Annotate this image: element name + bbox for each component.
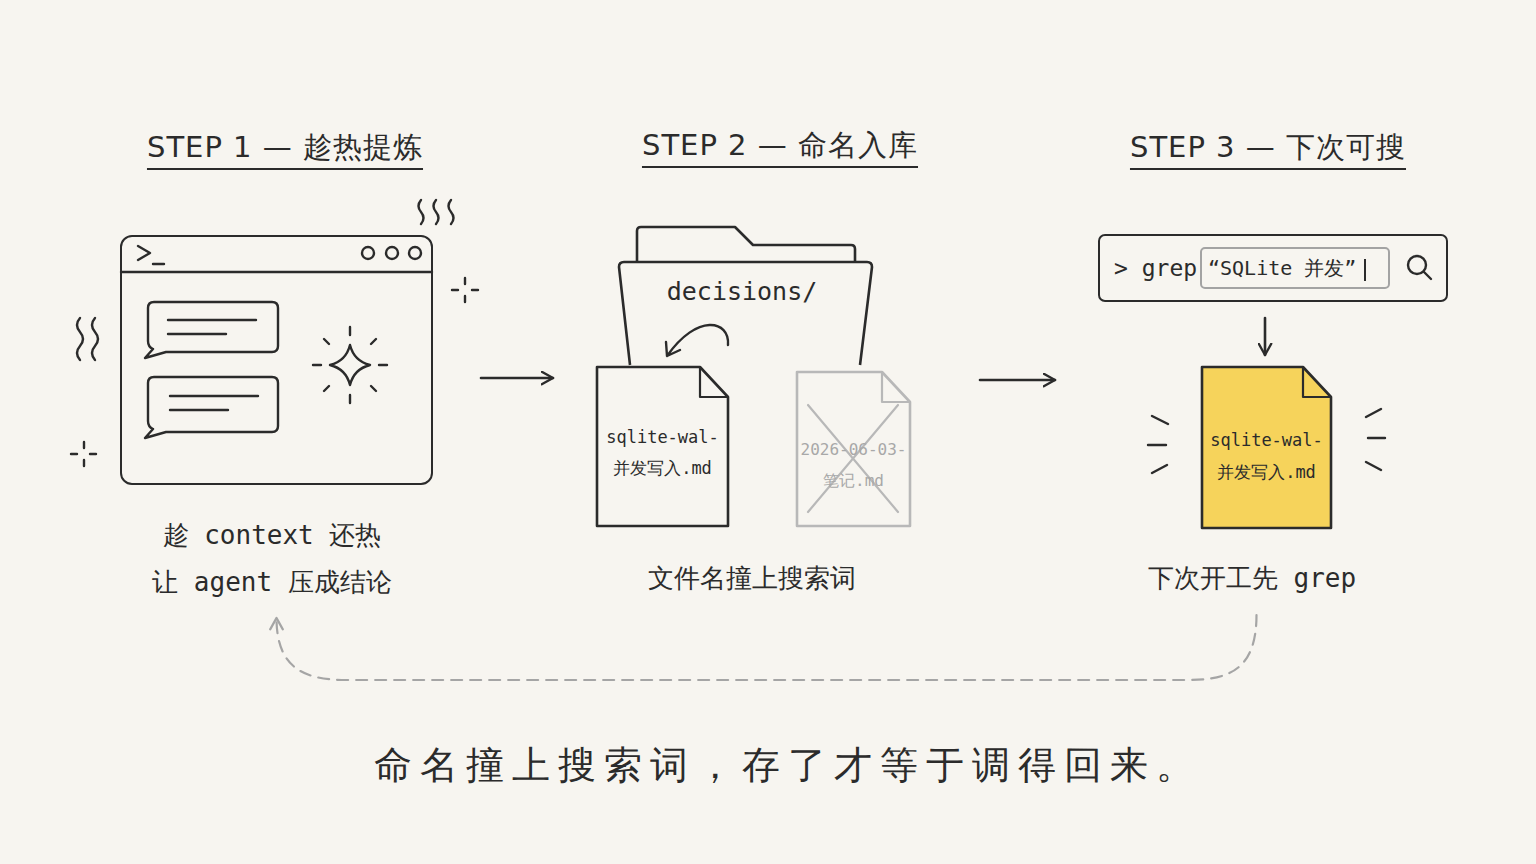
flow-arrow [980, 379, 1055, 382]
chat-line [168, 320, 256, 334]
step-caption: 文件名撞上搜索词 [552, 555, 952, 602]
terminal-window: STEP 1 — 趁热提炼趁 context 还热 让 agent 压成结论 [120, 235, 433, 485]
step-caption: 趁 context 还热 让 agent 压成结论 [148, 512, 396, 606]
folder-name: decisions/ [617, 275, 867, 309]
prompt-symbol [138, 246, 164, 264]
file-in-arrow [666, 325, 728, 356]
step-heading: STEP 1 — 趁热提炼 [85, 127, 485, 167]
window-dot [409, 247, 421, 259]
step-caption: 下次开工先 grep [1092, 555, 1412, 602]
magnifier-icon [1424, 272, 1431, 279]
steam-lines [77, 318, 98, 360]
crossed-file-icon: 2026-06-03-笔记.md [795, 370, 912, 528]
file-name: sqlite-wal-并发写入.md [603, 422, 722, 484]
search-input: “SQLite 并发” [1200, 247, 1390, 289]
window-dot [362, 247, 374, 259]
chat-bubble [145, 302, 278, 358]
file-name: sqlite-wal-并发写入.md [1207, 424, 1326, 488]
file-icon: sqlite-wal-并发写入.md [595, 365, 730, 528]
bottom-caption: 命名撞上搜索词，存了才等于调得回来。 [268, 740, 1308, 790]
flow-arrow [481, 377, 553, 380]
file-corner [882, 372, 910, 402]
file-outline [1202, 367, 1331, 528]
chat-bubble [145, 377, 278, 438]
steam-lines [419, 200, 454, 224]
file-outline [597, 367, 728, 526]
loop-back-arrow [277, 615, 1257, 680]
window-dot [386, 247, 398, 259]
flow-arrow [1264, 318, 1267, 355]
file-corner [700, 367, 728, 397]
sparkle-rays [313, 327, 387, 403]
command-text: > grep [1114, 251, 1204, 285]
step-heading: STEP 3 — 下次可搜 [1068, 127, 1468, 167]
search-bar: STEP 3 — 下次可搜> grep“SQLite 并发” [1098, 234, 1448, 302]
file-corner [1303, 367, 1331, 397]
search-query: “SQLite 并发” [1208, 249, 1388, 287]
file-name: 2026-06-03-笔记.md [799, 434, 908, 496]
folder: STEP 2 — 命名入库decisions/ [617, 225, 874, 365]
step-heading: STEP 2 — 命名入库 [580, 125, 980, 165]
chat-line [170, 396, 258, 410]
title-bar-line [121, 271, 432, 273]
file-outline [797, 372, 910, 526]
highlighted-file: sqlite-wal-并发写入.md下次开工先 grep [1200, 365, 1333, 530]
spark-mark [452, 278, 478, 302]
spark-mark [71, 442, 96, 466]
sparkle [330, 345, 370, 385]
